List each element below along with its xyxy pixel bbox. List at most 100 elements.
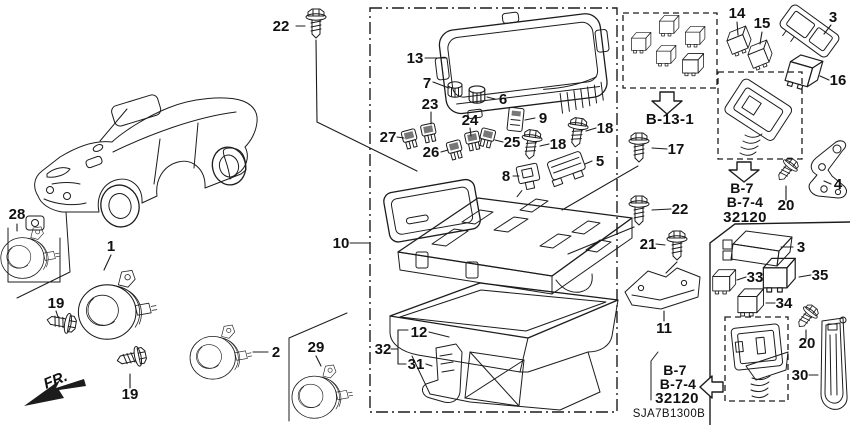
connector-frame-lower xyxy=(724,316,789,402)
connector-7 xyxy=(447,81,463,98)
callout-23: 23 xyxy=(422,96,439,113)
callout-8: 8 xyxy=(502,168,510,185)
callout-14: 14 xyxy=(729,5,746,22)
svg-text:B-7-4: B-7-4 xyxy=(727,194,764,210)
callout-12: 12 xyxy=(411,324,428,341)
connector-frame-upper xyxy=(717,71,803,160)
fusebox-body-10 xyxy=(383,178,633,295)
bolt-17 xyxy=(628,132,650,163)
relay-16 xyxy=(783,52,824,94)
relay-cluster-frame xyxy=(709,221,850,425)
arrow-down-b13-icon xyxy=(651,91,683,115)
callout-5: 5 xyxy=(596,153,604,170)
svg-text:32120: 32120 xyxy=(723,209,767,226)
horn-1 xyxy=(77,269,158,340)
callout-19: 19 xyxy=(122,386,139,403)
callout-1: 1 xyxy=(107,238,115,255)
relay-14 xyxy=(723,25,756,58)
fusebox-lid-13 xyxy=(434,11,610,119)
bolt-20-lower xyxy=(792,301,822,333)
callout-18: 18 xyxy=(597,120,614,137)
plate-5 xyxy=(547,151,586,188)
callout-22: 22 xyxy=(672,201,689,218)
bolt-20-upper xyxy=(772,154,802,186)
callout-9: 9 xyxy=(539,110,547,127)
horn-2 xyxy=(189,324,253,380)
callout-7: 7 xyxy=(423,75,431,92)
callout-2: 2 xyxy=(272,344,280,361)
svg-text:B-7: B-7 xyxy=(663,362,686,378)
callout-10: 10 xyxy=(333,235,350,252)
corrugated-tube-upper xyxy=(739,133,763,156)
callout-4: 4 xyxy=(834,176,843,193)
main-assembly-frame xyxy=(369,7,618,413)
bolt-18-right xyxy=(564,116,590,149)
fuse-25 xyxy=(477,127,497,149)
relay-8 xyxy=(515,162,541,198)
svg-text:32120: 32120 xyxy=(655,390,699,407)
callout-18: 18 xyxy=(550,136,567,153)
bracket-30 xyxy=(820,316,848,410)
callout-11: 11 xyxy=(656,320,672,337)
callout-21: 21 xyxy=(640,236,657,253)
bolt-19-lower xyxy=(114,344,149,371)
callout-30: 30 xyxy=(792,367,809,384)
ref-b7-lower: B-7 B-7-4 32120 xyxy=(655,362,699,407)
callout-22: 22 xyxy=(273,18,290,35)
panel-line-left xyxy=(16,211,71,299)
callout-34: 34 xyxy=(776,295,793,312)
svg-text:B-7-4: B-7-4 xyxy=(660,376,697,392)
relay-34 xyxy=(737,288,765,317)
fuse-27 xyxy=(400,127,420,151)
callout-3: 3 xyxy=(829,9,837,26)
ref-divider-line xyxy=(650,351,659,401)
relay-module-3-bottom xyxy=(722,230,793,267)
relay-group-b13 xyxy=(631,15,706,77)
callout-26: 26 xyxy=(423,144,440,161)
horn-28 xyxy=(0,215,61,283)
callout-28: 28 xyxy=(9,206,26,223)
bolt-19-upper xyxy=(44,309,78,336)
bolt-22-top xyxy=(305,8,327,39)
horn-29 xyxy=(291,364,354,419)
callout-16: 16 xyxy=(830,72,847,89)
callout-29: 29 xyxy=(308,339,325,356)
connector-9 xyxy=(506,106,525,132)
connector-b7-upper xyxy=(724,78,793,141)
callout-24: 24 xyxy=(462,112,479,129)
fuse-24 xyxy=(463,130,483,152)
panel-line-right xyxy=(288,312,348,422)
car-illustration xyxy=(34,94,258,228)
callout-15: 15 xyxy=(754,15,771,32)
callout-20: 20 xyxy=(778,197,795,214)
relay-33 xyxy=(712,269,737,295)
connector-b7-lower xyxy=(730,323,789,399)
clip-31 xyxy=(422,343,463,403)
callout-27: 27 xyxy=(380,129,397,146)
callout-19: 19 xyxy=(48,295,65,312)
callout-17: 17 xyxy=(668,141,685,158)
arrow-down-b7-upper-icon xyxy=(728,161,760,183)
bracket-4 xyxy=(808,140,847,199)
bolt-21 xyxy=(666,230,688,261)
relay-group-frame-b13 xyxy=(622,12,718,89)
ref-b13-label: B-13-1 xyxy=(646,111,694,128)
bolt-18-left xyxy=(518,128,544,161)
drawing-code: SJA7B1300B xyxy=(633,408,705,420)
svg-text:B-7: B-7 xyxy=(730,180,753,196)
front-direction-marker: FR. xyxy=(24,368,86,406)
callout-3: 3 xyxy=(797,239,805,256)
callout-13: 13 xyxy=(407,50,424,67)
fuse-23 xyxy=(419,122,439,144)
callout-33: 33 xyxy=(747,269,764,286)
tray-12 xyxy=(389,282,619,411)
callout-32: 32 xyxy=(375,341,392,358)
leader-lines xyxy=(16,21,832,389)
callout-25: 25 xyxy=(504,134,521,151)
arrow-left-b7-lower-icon xyxy=(699,375,724,399)
callout-20: 20 xyxy=(799,335,816,352)
callout-6: 6 xyxy=(499,91,507,108)
bracket-11 xyxy=(624,267,701,310)
